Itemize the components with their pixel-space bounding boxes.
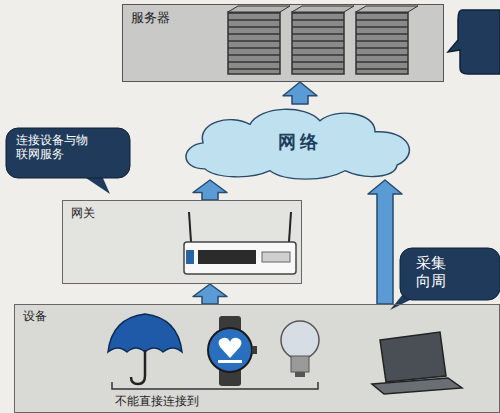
bulb-tip — [295, 372, 305, 377]
router-ports — [262, 252, 290, 262]
rack-top — [356, 6, 418, 12]
callout-text: 采集 向周 — [400, 248, 451, 290]
rack-top — [228, 6, 290, 12]
antenna — [189, 212, 191, 242]
router-panel — [198, 250, 256, 264]
group-bracket — [112, 382, 318, 389]
server-racks — [228, 6, 418, 74]
server-rack — [228, 12, 280, 74]
band-title: 服务器 — [123, 5, 443, 26]
callout-tail — [86, 176, 110, 194]
callout-text: 连接设备与物联网服务 — [6, 128, 99, 162]
callout-shape — [400, 248, 500, 300]
watch-bar — [218, 360, 242, 363]
server-rack — [292, 12, 344, 74]
umbrella-icon — [108, 314, 182, 384]
band-title: 设备 — [15, 305, 499, 323]
device-band: 设备 — [14, 304, 500, 413]
gateway-band: 网关 — [62, 200, 302, 284]
network-cloud: 网络 — [175, 104, 425, 180]
band-title: 网关 — [63, 201, 301, 220]
laptop-icon — [372, 332, 462, 394]
data-flow-arrow — [193, 284, 227, 304]
data-flow-arrow — [283, 82, 317, 104]
band-fill — [62, 200, 302, 284]
server-rack — [356, 12, 408, 74]
umbrella-handle — [131, 350, 145, 384]
server-band: 服务器 — [122, 4, 444, 82]
watch-crown — [252, 346, 257, 354]
laptop-screen — [380, 332, 446, 382]
gateway-device — [184, 212, 296, 274]
band-fill — [14, 304, 500, 413]
callout-bubble — [448, 10, 500, 74]
bulb-glass — [281, 321, 319, 359]
data-flow-arrow — [368, 180, 402, 304]
watch-icon — [208, 316, 257, 386]
heart-symbol — [219, 338, 242, 358]
bulb-icon — [281, 321, 319, 377]
antenna — [289, 212, 291, 242]
data-flow-arrow — [193, 180, 227, 200]
bulb-base — [291, 356, 309, 372]
callout-body — [6, 128, 130, 178]
band-fill — [122, 4, 444, 82]
callout-bubble: 采集 向周 — [400, 248, 500, 300]
cloud-outline — [186, 109, 409, 179]
group-note: 不能直接连接到 — [115, 394, 199, 408]
rack-top — [292, 6, 354, 12]
callout-bubble: 连接设备与物联网服务 — [6, 128, 130, 178]
umbrella-canopy — [108, 314, 182, 352]
cloud-label: 网络 — [278, 131, 322, 153]
router-body — [184, 242, 296, 274]
watch-face — [208, 328, 252, 372]
callout-body — [400, 248, 500, 300]
router-led — [186, 250, 194, 264]
laptop-base — [372, 378, 462, 394]
